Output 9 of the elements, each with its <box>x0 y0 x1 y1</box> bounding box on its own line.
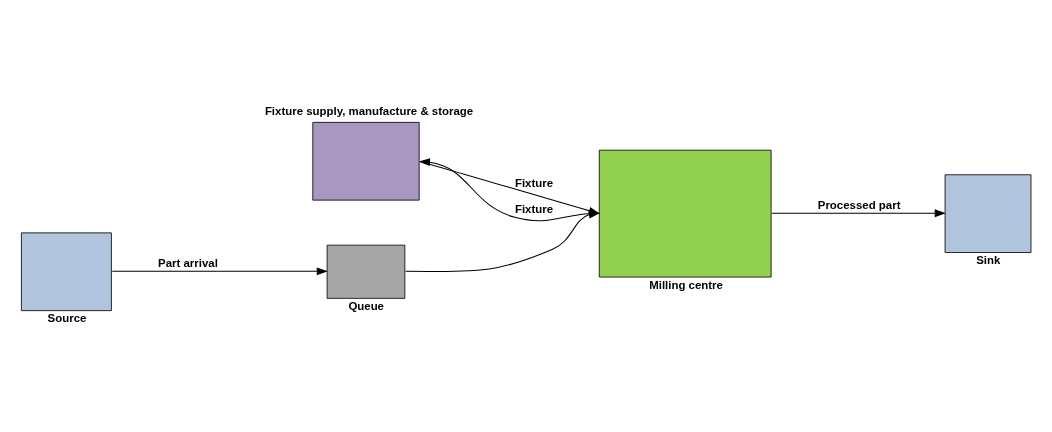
node-label: Source <box>47 311 87 324</box>
edge-label: Fixture <box>514 176 554 189</box>
node-label: Fixture supply, manufacture & storage <box>264 104 474 117</box>
edge-label: Processed part <box>817 198 901 211</box>
node-label: Sink <box>976 253 1001 266</box>
node-label: Queue <box>348 299 384 312</box>
edge-label: Fixture <box>514 202 554 215</box>
edge-label: Part arrival <box>158 256 218 269</box>
node-label: Milling centre <box>649 278 723 291</box>
